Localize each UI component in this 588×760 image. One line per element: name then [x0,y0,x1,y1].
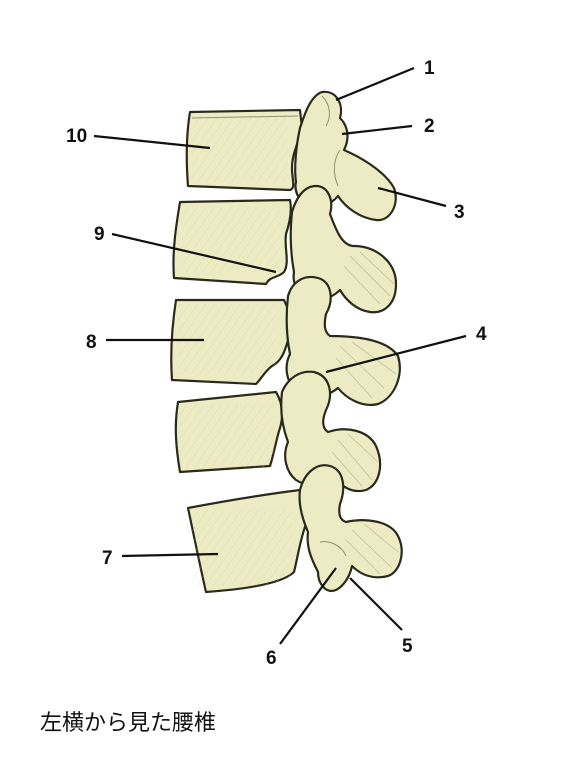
leader-line-9 [111,232,277,274]
leader-line-5 [349,577,403,631]
vertebra-l1 [185,90,397,222]
label-8: 8 [86,332,97,353]
leader-line-1 [335,66,415,102]
leader-line-10 [93,134,211,150]
label-7: 7 [102,548,113,569]
vertebra-l4 [174,370,382,493]
leader-line-7 [121,552,219,558]
process-l4 [280,370,382,493]
label-6: 6 [266,648,277,669]
process-l5 [298,464,403,592]
label-5: 5 [402,636,413,657]
figure-caption: 左横から見た腰椎 [40,711,217,736]
label-10: 10 [66,126,87,147]
label-1: 1 [424,58,435,79]
vertebra-group [170,90,403,594]
leader-line-6 [279,567,337,645]
leader-line-4 [325,334,467,374]
leader-line-3 [377,186,447,208]
label-2: 2 [424,116,435,137]
leader-lines [93,66,467,645]
label-9: 9 [94,224,105,245]
vertebra-l5 [186,464,403,594]
leader-line-2 [341,124,413,136]
number-labels: 1 2 3 4 5 6 7 8 9 10 [66,58,487,669]
label-3: 3 [454,202,465,223]
label-4: 4 [476,324,487,345]
